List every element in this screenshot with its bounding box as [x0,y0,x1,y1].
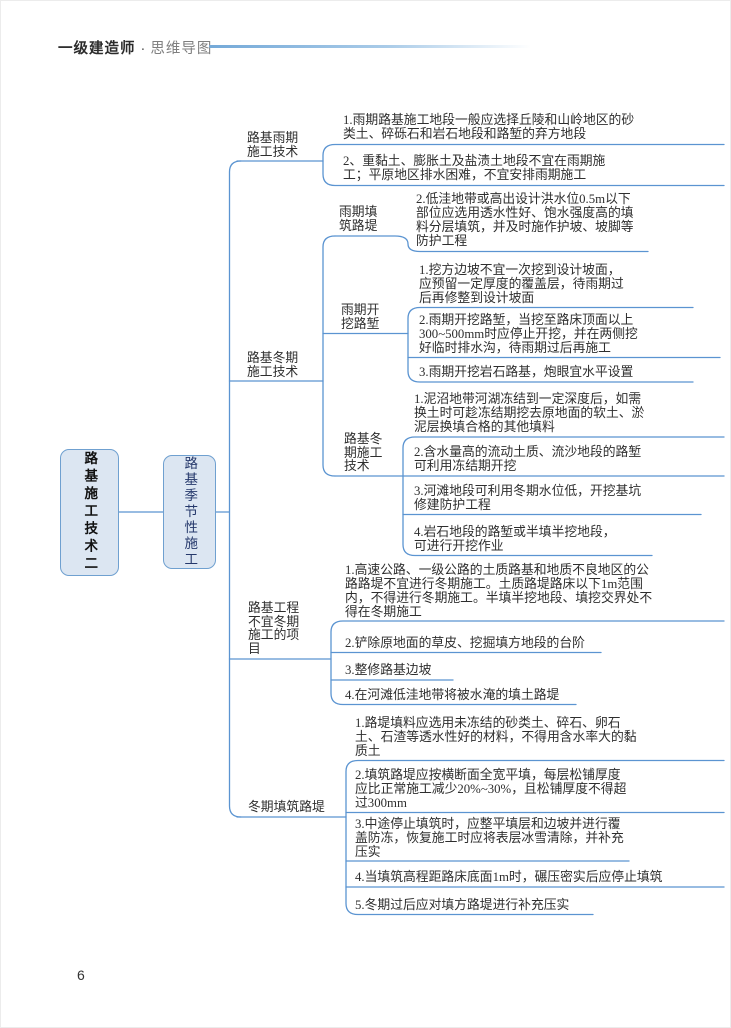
header-rule [209,45,531,48]
winter-inner-label: 路基冬期施工技术 [344,432,383,474]
page-number: 6 [77,967,85,983]
cutting-leaf-2: 2.雨期开挖路堑，当挖至路床顶面以上300~500mm时应停止开挖，并在两侧挖好… [419,313,638,355]
cutting-leaf-3: 3.雨期开挖岩石路基，炮眼宜水平设置 [419,365,634,379]
winter-fill-leaf-4: 4.当填筑高程距路床底面1m时，碾压密实后应停止填筑 [355,870,663,884]
fill-embankment-leaf-1: 2.低洼地带或高出设计洪水位0.5m以下部位应选用透水性好、饱水强度高的填料分层… [416,192,634,248]
cutting-label: 雨期开挖路堑 [341,303,380,331]
winter-inner-leaf-3: 3.河滩地段可利用冬期水位低，开挖基坑修建防护工程 [414,484,642,512]
connector-trunk [228,160,242,818]
fill-embankment-label: 雨期填筑路堤 [339,205,378,233]
header-subtitle: 思维导图 [150,41,213,57]
winter-fill-leaf-5: 5.冬期过后应对填方路堤进行补充压实 [355,898,570,912]
root-node: 路基施工技术二 [60,449,119,576]
unsuitable-leaf-2: 2.铲除原地面的草皮、挖掘填方地段的台阶 [345,636,585,650]
root-node-label: 路基施工技术二 [82,451,98,574]
winter-fill-leaf-3: 3.中途停止填筑时，应整平填层和边坡并进行覆盖防冻，恢复施工时应将表层冰雪清除，… [355,817,624,859]
rainy-leaf-2: 2、重黏土、膨胀土及盐渍土地段不宜在雨期施工；平原地区排水困难，不宜安排雨期施工 [343,154,606,182]
branch-winter-fill-label: 冬期填筑路堤 [248,800,325,814]
unsuitable-leaf-4: 4.在河滩低洼地带将被水淹的填土路堤 [345,688,560,702]
page-header: 一级建造师 · 思维导图 [58,37,212,58]
unsuitable-leaf-3: 3.整修路基边坡 [345,663,432,677]
winter-inner-leaf-1: 1.泥沼地带河湖冻结到一定深度后，如需换土时可趁冻结期挖去原地面的软土、淤泥层换… [414,392,645,434]
header-brand: 一级建造师 [58,41,136,57]
branch-winter-label: 路基冬期施工技术 [247,351,299,379]
header-separator: · [140,41,146,57]
winter-fill-leaf-2: 2.填筑路堤应按横断面全宽平填，每层松铺厚度应比正常施工减少20%~30%，且松… [355,768,627,810]
winter-fill-leaf-1: 1.路堤填料应选用未冻结的砂类土、碎石、卵石土、石渣等透水性好的材料，不得用含水… [355,716,637,758]
branch-unsuitable-label: 路基工程不宜冬期施工的项目 [248,601,300,656]
winter-inner-leaf-4: 4.岩石地段的路堑或半填半挖地段，可进行开挖作业 [414,525,616,553]
cutting-leaf-1: 1.挖方边坡不宜一次挖到设计坡面，应预留一定厚度的覆盖层，待雨期过后再修整到设计… [419,263,624,305]
connector-winter-children-line [322,235,336,477]
unsuitable-leaf-1: 1.高速公路、一级公路的土质路基和地质不良地区的公路路堤不宜进行冬期施工。土质路… [345,563,653,619]
winter-inner-leaf-2: 2.含水量高的流动土质、流沙地段的路堑可利用冻结期开挖 [414,445,642,473]
topic-node: 路基季节性施工 [163,455,216,569]
rainy-leaf-1: 1.雨期路基施工地段一般应选择丘陵和山岭地区的砂类土、碎砾石和岩石地段和路堑的弃… [343,113,635,141]
topic-node-label: 路基季节性施工 [182,456,198,568]
branch-rainy-label: 路基雨期施工技术 [247,131,299,159]
